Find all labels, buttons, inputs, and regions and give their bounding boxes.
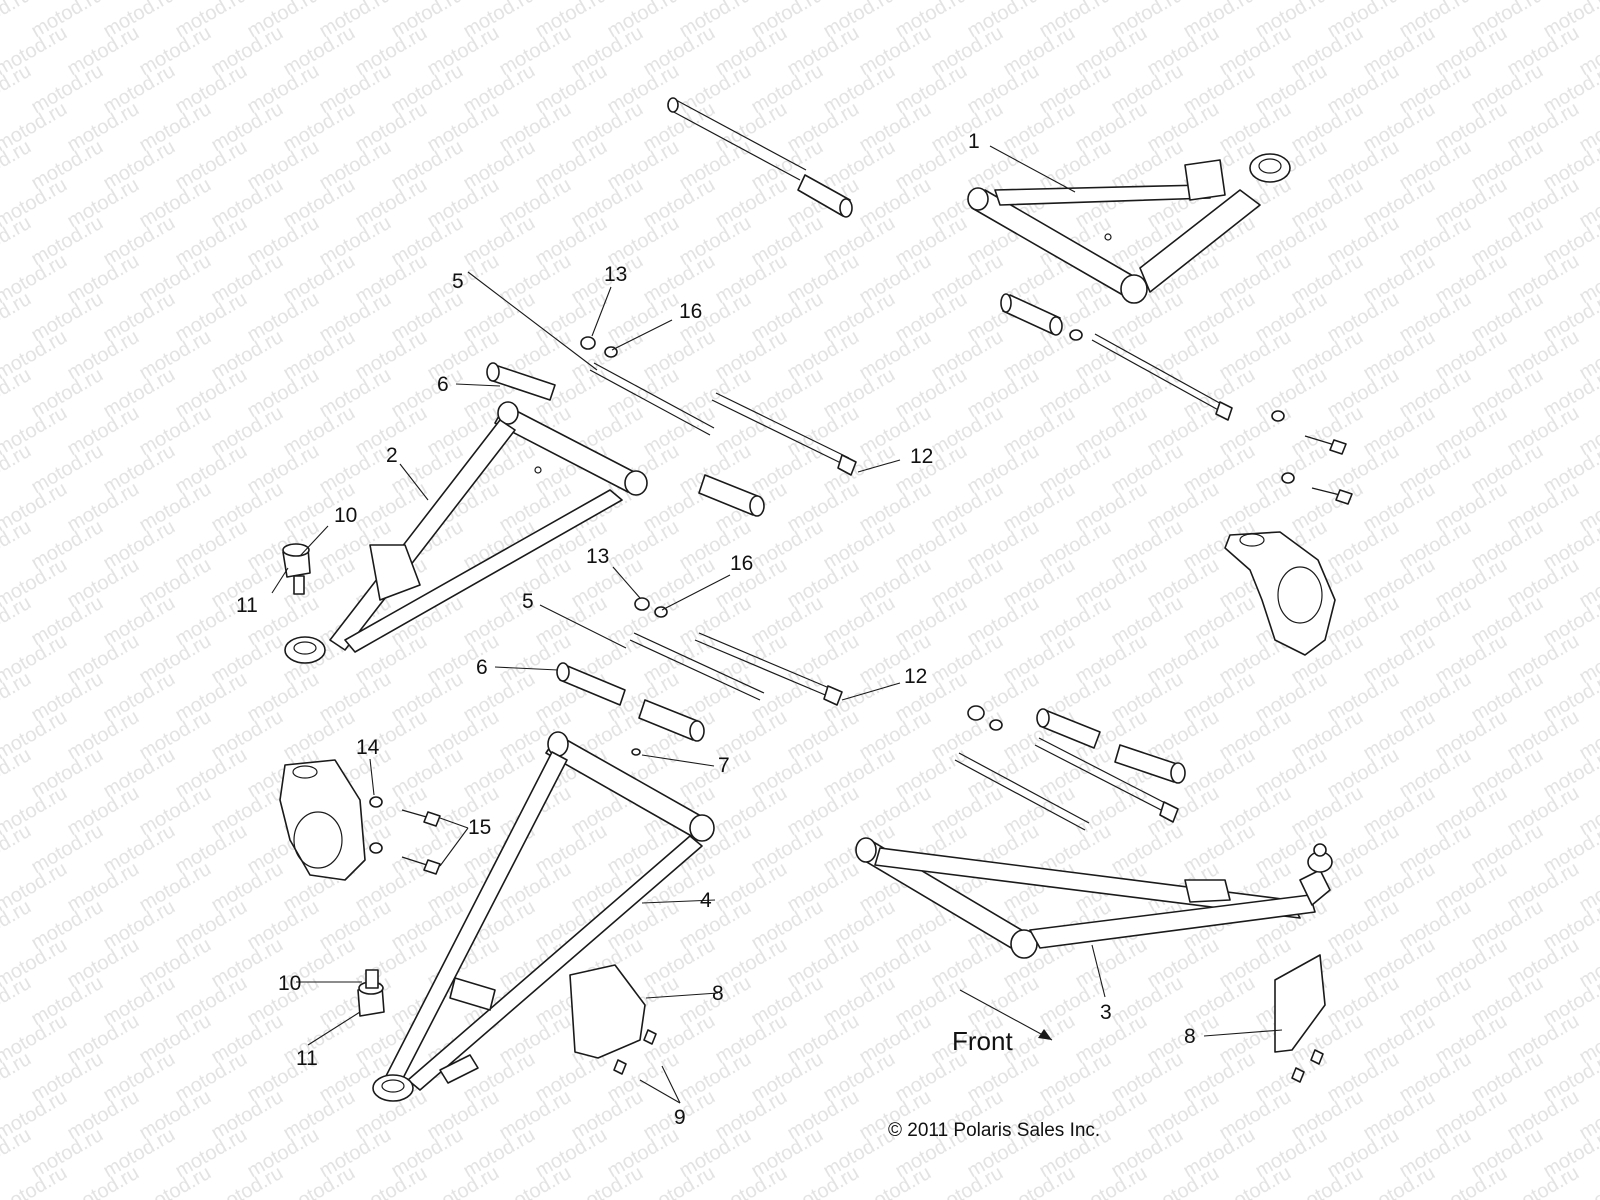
callout-15: 15 xyxy=(468,816,491,839)
ball-joint-lower-left xyxy=(357,969,385,1017)
callout-labels: 1 2 3 4 5 5 6 6 7 8 8 9 10 10 11 11 12 1… xyxy=(236,130,1196,1129)
callout-3: 3 xyxy=(1100,1001,1112,1024)
callout-13: 13 xyxy=(604,263,627,286)
callout-14: 14 xyxy=(356,736,380,759)
callout-5: 5 xyxy=(522,590,534,613)
callout-1: 1 xyxy=(968,130,980,153)
copyright-notice: © 2011 Polaris Sales Inc. xyxy=(888,1120,1100,1141)
callout-4: 4 xyxy=(700,889,712,912)
knuckle-left xyxy=(279,759,441,881)
callout-12: 12 xyxy=(910,445,933,468)
callout-16: 16 xyxy=(730,552,753,575)
a-arm-upper-right xyxy=(967,153,1291,304)
callout-10: 10 xyxy=(334,504,357,527)
callout-10: 10 xyxy=(278,972,301,995)
callout-8: 8 xyxy=(712,982,724,1005)
front-direction-arrow: Front xyxy=(952,989,1053,1056)
a-arm-upper-left xyxy=(284,401,648,664)
callout-6: 6 xyxy=(437,373,449,396)
skid-plate-right xyxy=(1274,954,1326,1083)
lower-left-hardware xyxy=(556,597,843,756)
callout-5: 5 xyxy=(452,270,464,293)
callout-8: 8 xyxy=(1184,1025,1196,1048)
top-pivot-shaft xyxy=(667,97,853,218)
skid-plate-left xyxy=(569,964,657,1075)
a-arm-lower-left xyxy=(372,731,715,1102)
callout-9: 9 xyxy=(674,1106,686,1129)
callout-11: 11 xyxy=(236,594,258,617)
callout-11: 11 xyxy=(296,1047,318,1070)
a-arm-lower-right xyxy=(855,837,1333,959)
callout-7: 7 xyxy=(718,754,730,777)
ball-joint-upper-left xyxy=(282,543,311,595)
knuckle-right xyxy=(1224,531,1336,656)
front-label: Front xyxy=(952,1026,1013,1056)
callout-16: 16 xyxy=(679,300,702,323)
upper-right-hardware xyxy=(1000,293,1353,505)
callout-6: 6 xyxy=(476,656,488,679)
leader-lines xyxy=(271,145,1283,1104)
lower-right-hardware xyxy=(954,705,1186,831)
callout-2: 2 xyxy=(386,444,398,467)
callout-12: 12 xyxy=(904,665,927,688)
callout-13: 13 xyxy=(586,545,609,568)
upper-left-hardware xyxy=(486,336,857,517)
